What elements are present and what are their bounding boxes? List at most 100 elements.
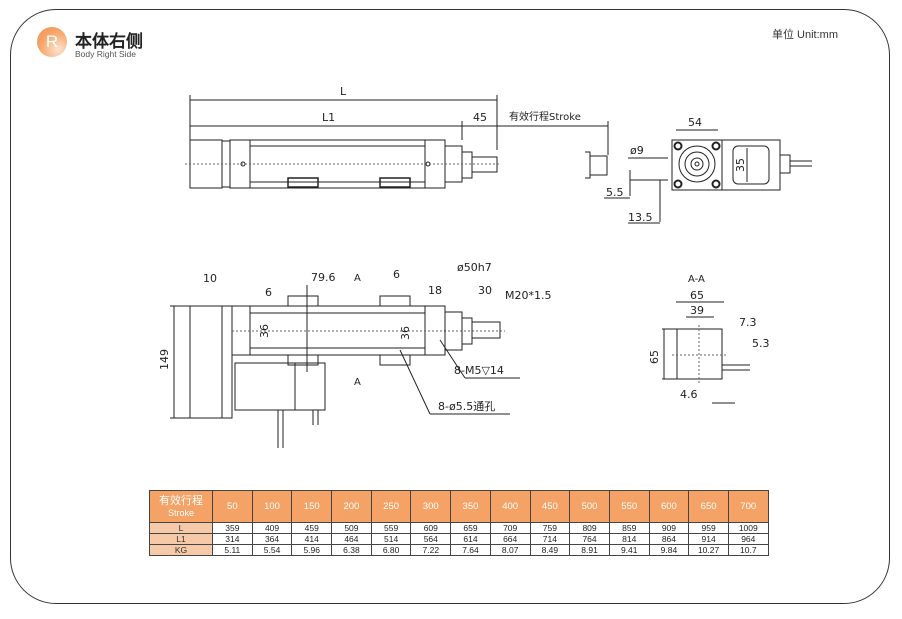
table-cell: 10.27 <box>688 544 729 556</box>
stroke-cell: 400 <box>489 490 531 523</box>
dim-65-height: 65 <box>648 350 661 364</box>
dim-79-6: 79.6 <box>311 271 336 284</box>
table-cell: 609 <box>410 522 452 534</box>
dim-149: 149 <box>158 349 171 370</box>
table-cell: 709 <box>489 522 531 534</box>
stroke-cell: 700 <box>727 490 769 523</box>
table-cell: 314 <box>212 533 253 545</box>
stroke-cell: 550 <box>608 490 650 523</box>
row-label: L1 <box>149 533 213 545</box>
table-cell: 5.54 <box>251 544 293 556</box>
dim-18: 18 <box>428 284 442 297</box>
table-cell: 364 <box>251 533 293 545</box>
dim-36-left: 36 <box>258 324 271 338</box>
table-cell: 959 <box>688 522 729 534</box>
section-view: A-A 65 39 65 7.3 5.3 4.6 <box>648 274 770 404</box>
section-mark-A-top: A <box>354 273 361 284</box>
table-cell: 614 <box>450 533 491 545</box>
table-cell: 914 <box>688 533 729 545</box>
stroke-cell: 150 <box>291 490 333 523</box>
section-mark-A-bottom: A <box>354 377 361 388</box>
table-cell: 814 <box>608 533 650 545</box>
side-view: 10 6 79.6 A 6 18 ø50h7 30 M20*1.5 36 36 … <box>158 261 551 448</box>
table-cell: 909 <box>648 522 690 534</box>
thread-note: 8-M5▽14 <box>454 364 504 377</box>
stroke-cell: 100 <box>251 490 293 523</box>
dim-stroke: 有效行程Stroke <box>509 110 581 123</box>
table-cell: 1009 <box>727 522 769 534</box>
table-cell: 9.84 <box>648 544 690 556</box>
dim-36-right: 36 <box>399 326 412 340</box>
stroke-cell: 650 <box>688 490 729 523</box>
dim-65-width: 65 <box>690 289 704 302</box>
top-view: L L1 45 有效行程Stroke <box>185 85 609 189</box>
table-cell: 10.7 <box>727 544 769 556</box>
dim-4-6: 4.6 <box>680 388 698 401</box>
dim-phi50h7: ø50h7 <box>457 261 492 274</box>
dim-L1: L1 <box>322 111 335 124</box>
table-cell: 964 <box>727 533 769 545</box>
table-cell: 7.64 <box>450 544 491 556</box>
section-title: 本体右侧 <box>75 32 143 51</box>
unit-label: 单位 Unit:mm <box>772 29 838 41</box>
table-cell: 864 <box>648 533 690 545</box>
dim-6-left: 6 <box>265 286 272 299</box>
header-sublabel: Stroke <box>167 507 194 518</box>
dim-5-5: 5.5 <box>606 186 624 199</box>
dim-39: 39 <box>690 304 704 317</box>
table-cell: 8.49 <box>529 544 571 556</box>
dim-m20: M20*1.5 <box>505 289 551 302</box>
section-title-AA: A-A <box>688 274 705 285</box>
table-cell: 759 <box>529 522 571 534</box>
table-cell: 9.41 <box>608 544 650 556</box>
table-cell: 8.07 <box>489 544 531 556</box>
table-cell: 714 <box>529 533 571 545</box>
table-cell: 559 <box>370 522 412 534</box>
end-view: 54 ø9 5.5 13.5 35 <box>604 116 812 224</box>
stroke-cell: 250 <box>370 490 412 523</box>
dim-6-right: 6 <box>393 268 400 281</box>
stroke-cell: 350 <box>450 490 491 523</box>
section-subtitle: Body Right Side <box>75 49 136 59</box>
table-cell: 5.96 <box>291 544 333 556</box>
table-cell: 7.22 <box>410 544 452 556</box>
table-cell: 459 <box>291 522 333 534</box>
dim-35: 35 <box>734 158 747 172</box>
dim-7-3: 7.3 <box>739 316 757 329</box>
dim-L: L <box>340 85 347 98</box>
table-cell: 414 <box>291 533 333 545</box>
stroke-cell: 300 <box>410 490 452 523</box>
table-cell: 514 <box>370 533 412 545</box>
table-cell: 6.38 <box>331 544 372 556</box>
stroke-cell: 450 <box>529 490 571 523</box>
hole-note: 8-ø5.5通孔 <box>438 400 495 413</box>
table-cell: 359 <box>212 522 253 534</box>
table-cell: 509 <box>331 522 372 534</box>
header-label: 有效行程 <box>159 494 203 507</box>
table-cell: 809 <box>569 522 610 534</box>
table-cell: 409 <box>251 522 293 534</box>
stroke-cell: 200 <box>331 490 372 523</box>
table-cell: 8.91 <box>569 544 610 556</box>
dim-phi9: ø9 <box>630 144 644 157</box>
table-cell: 859 <box>608 522 650 534</box>
dim-10: 10 <box>203 272 217 285</box>
row-label: L <box>149 522 213 534</box>
dim-13-5: 13.5 <box>628 211 653 224</box>
table-cell: 564 <box>410 533 452 545</box>
stroke-cell: 500 <box>569 490 610 523</box>
row-label: KG <box>149 544 213 556</box>
table-cell: 659 <box>450 522 491 534</box>
stroke-cell: 600 <box>648 490 690 523</box>
page-frame <box>10 9 890 604</box>
table-cell: 5.11 <box>212 544 253 556</box>
table-cell: 664 <box>489 533 531 545</box>
stroke-cell: 50 <box>212 490 253 523</box>
